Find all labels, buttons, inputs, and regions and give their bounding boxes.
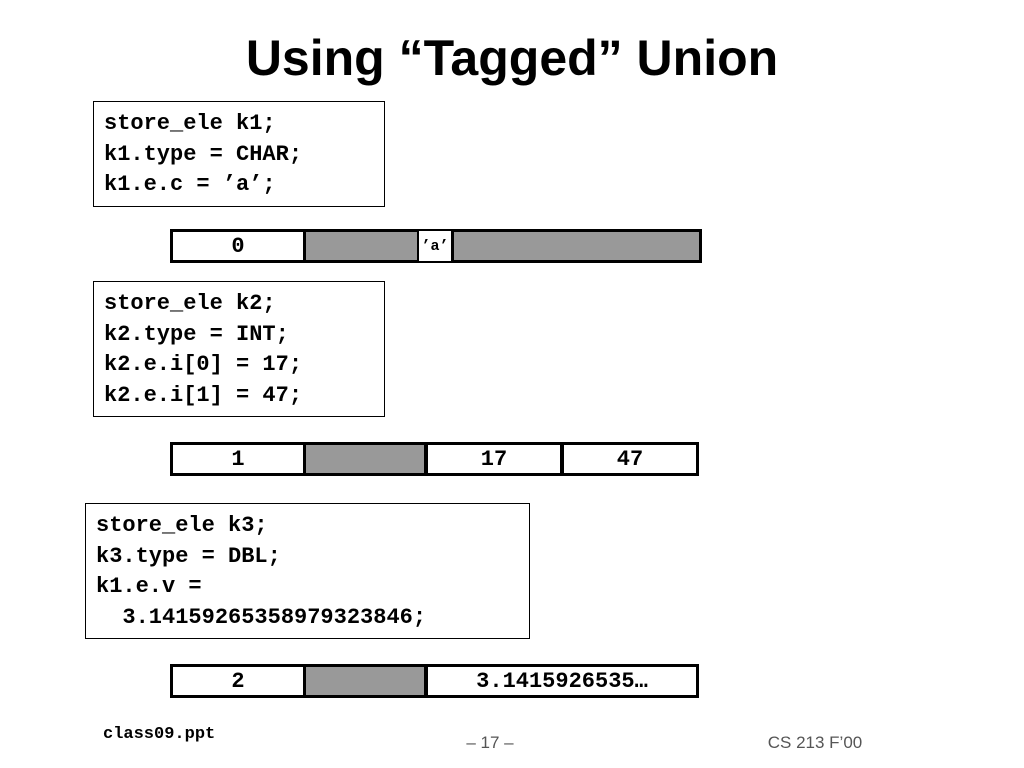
code-line: k1.e.v = — [96, 574, 202, 599]
code-block-k3: store_ele k3; k3.type = DBL; k1.e.v = 3.… — [85, 503, 530, 639]
code-line: k3.type = DBL; — [96, 543, 281, 569]
memory-cell-tag: 1 — [170, 442, 306, 476]
memory-cell-tag: 2 — [170, 664, 306, 698]
footer-course: CS 213 F’00 — [767, 733, 863, 752]
memory-cell-unused — [451, 229, 702, 263]
code-block-k1: store_ele k1; k1.type = CHAR; k1.e.c = ’… — [93, 101, 385, 207]
memory-cell-padding — [303, 664, 427, 698]
code-line: store_ele k3; — [96, 513, 268, 538]
slide-title: Using “Tagged” Union — [245, 30, 779, 86]
code-line: k2.type = INT; — [104, 321, 289, 347]
memory-cell-char: ’a’ — [417, 229, 453, 263]
memory-cell-padding — [303, 229, 420, 263]
footer-page-number: – 17 – — [466, 733, 514, 752]
memory-cell-double: 3.1415926535… — [425, 664, 699, 698]
code-line: store_ele k1; — [104, 111, 276, 136]
code-line: store_ele k2; — [104, 291, 276, 316]
code-line: k2.e.i[1] = 47; — [104, 382, 303, 408]
code-line: k1.type = CHAR; — [104, 141, 303, 167]
code-block-k2: store_ele k2; k2.type = INT; k2.e.i[0] =… — [93, 281, 385, 417]
footer-filename: class09.ppt — [103, 725, 216, 744]
memory-cell-tag: 0 — [170, 229, 306, 263]
code-line: k2.e.i[0] = 17; — [104, 352, 303, 377]
code-line: 3.14159265358979323846; — [96, 604, 427, 630]
code-line: k1.e.c = ’a’; — [104, 172, 276, 197]
memory-cell-padding — [303, 442, 427, 476]
memory-cell-int-0: 17 — [425, 442, 563, 476]
memory-cell-int-1: 47 — [561, 442, 699, 476]
